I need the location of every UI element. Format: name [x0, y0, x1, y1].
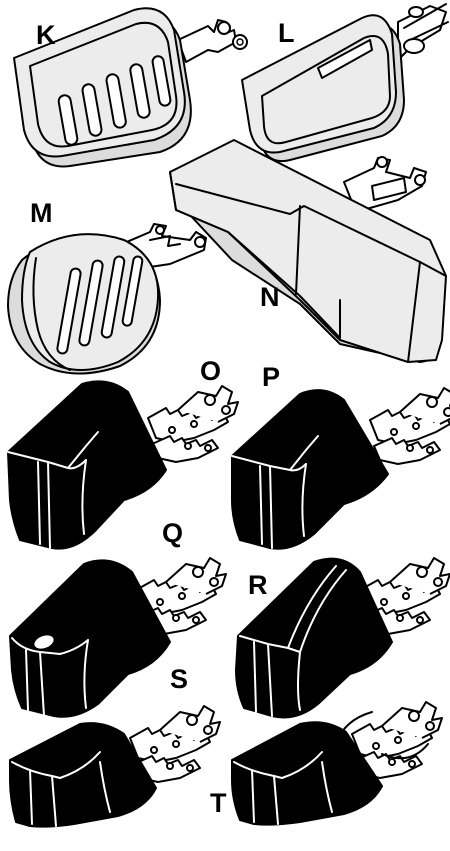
knob-t-wire-2 — [381, 743, 429, 760]
knob-k: K — [13, 7, 248, 168]
label-o: O — [200, 356, 221, 386]
label-p: P — [262, 362, 280, 392]
knob-s: S — [9, 664, 221, 828]
knob-o: O — [7, 356, 239, 550]
label-q: Q — [162, 518, 183, 548]
label-l: L — [278, 18, 295, 48]
knob-n-bracket — [343, 156, 427, 213]
knob-m-ribs — [56, 255, 144, 355]
knob-q: Q — [9, 518, 227, 718]
knob-l: L — [241, 3, 449, 162]
knob-t: T — [210, 701, 443, 826]
label-m: M — [30, 198, 53, 228]
knob-l-bracket — [397, 3, 449, 61]
label-k: K — [36, 20, 56, 50]
knob-m: M — [7, 198, 207, 375]
label-s: S — [170, 664, 188, 694]
label-t: T — [210, 788, 227, 818]
knob-k-ribs — [57, 55, 172, 146]
knob-r: R — [235, 557, 450, 719]
label-r: R — [248, 570, 268, 600]
knob-n: N — [169, 139, 447, 363]
knob-p: P — [231, 362, 450, 550]
label-n: N — [260, 282, 280, 312]
knob-q-indicator — [32, 633, 56, 651]
